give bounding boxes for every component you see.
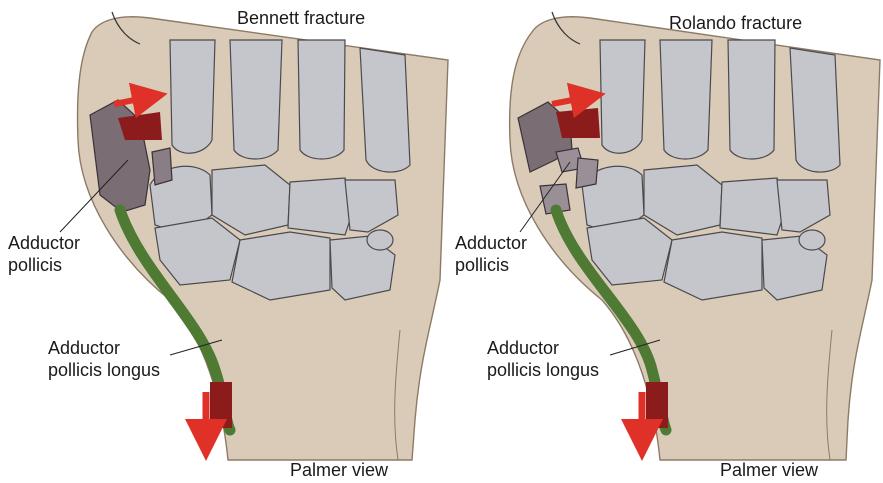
rolando-panel [510,12,880,460]
rolando-adductor-pollicis-longus-label: Adductor pollicis longus [487,337,599,381]
bennett-adductor-pollicis-longus-label: Adductor pollicis longus [48,337,160,381]
fragment-2 [576,158,598,188]
bennett-fragment [152,148,172,185]
muscle-insertion [556,108,600,138]
bennett-adductor-pollicis-label: Adductor pollicis [8,232,80,276]
rolando-view-label: Palmer view [720,459,818,481]
rolando-adductor-pollicis-label: Adductor pollicis [455,232,527,276]
bennett-view-label: Palmer view [290,459,388,481]
bennett-title: Bennett fracture [237,7,365,29]
muscle-belly [646,382,668,428]
rolando-title: Rolando fracture [669,12,802,34]
bennett-panel [60,12,448,460]
muscle-belly [210,382,232,428]
